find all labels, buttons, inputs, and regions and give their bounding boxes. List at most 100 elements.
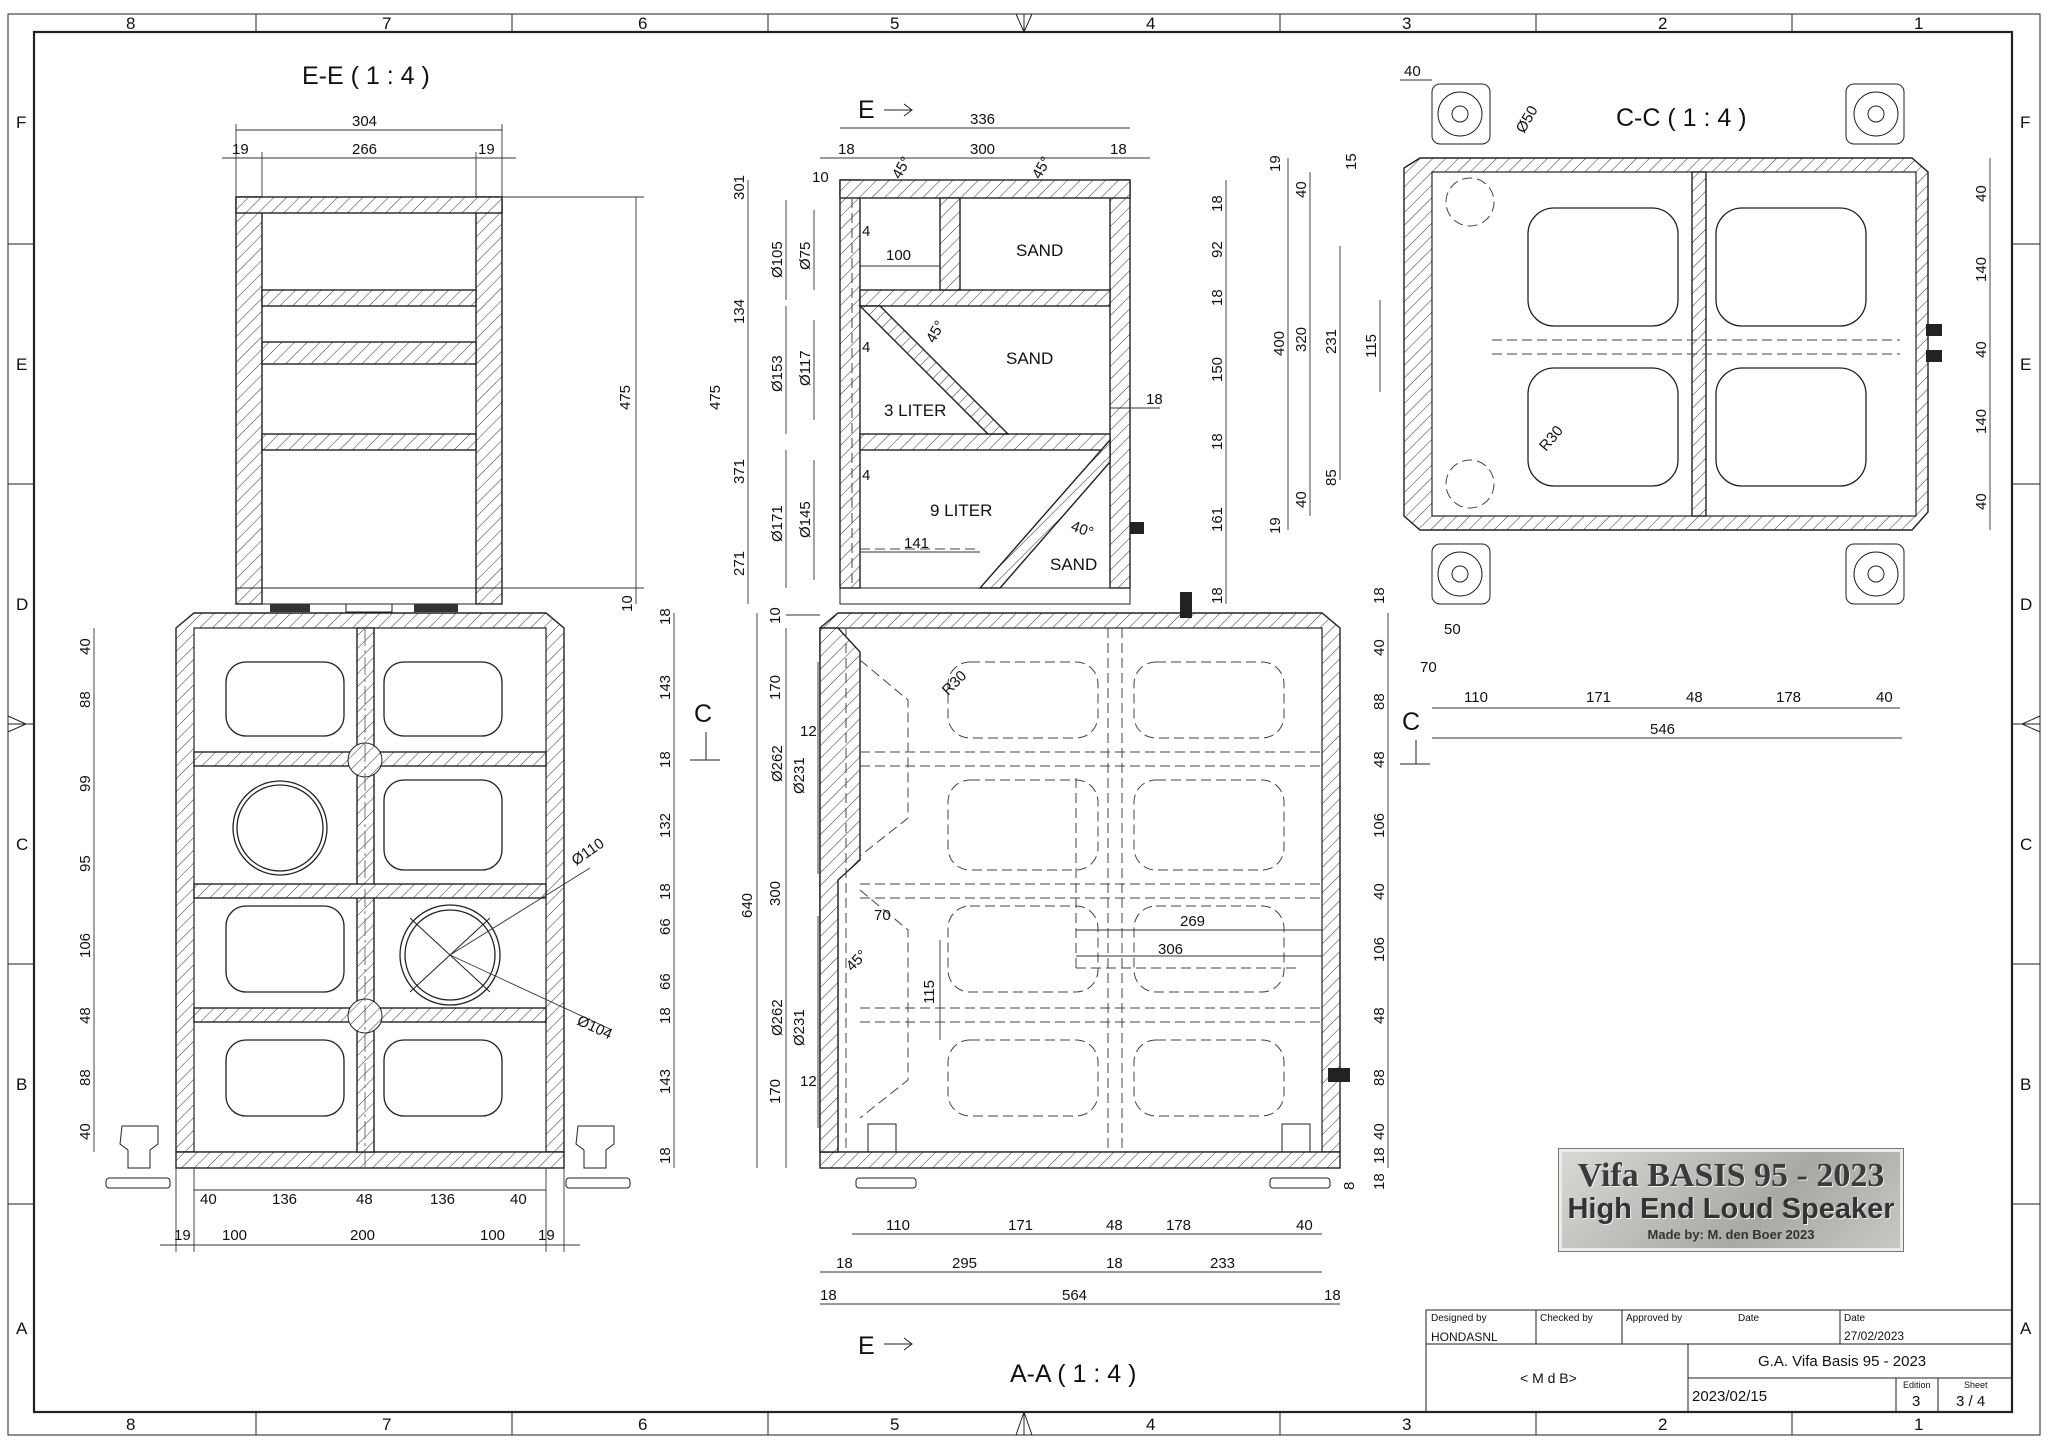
view-middle-top: E SAND SAND 3 LITER 9 LITER SAND 45° 45°… <box>707 96 1227 605</box>
dim: 171 <box>1008 1217 1033 1234</box>
dim: 40 <box>1973 185 1990 202</box>
dim: 546 <box>1650 721 1675 738</box>
volume-label: 3 LITER <box>884 401 946 420</box>
col-num: 6 <box>638 14 647 33</box>
dim: 12 <box>800 723 817 740</box>
dim: 18 <box>657 1007 674 1024</box>
dim: 40 <box>510 1191 527 1208</box>
dim: 136 <box>272 1191 297 1208</box>
dim: 19 <box>478 141 495 158</box>
diameter-label: Ø153 <box>769 355 786 392</box>
dim: 271 <box>731 551 748 576</box>
diameter-label: Ø262 <box>769 999 786 1036</box>
dim: 18 <box>657 883 674 900</box>
section-letter: E <box>858 1332 875 1360</box>
col-num: 5 <box>890 1415 899 1434</box>
row-letter: B <box>16 1075 27 1094</box>
row-letter: B <box>2020 1075 2031 1094</box>
drawing-title: G.A. Vifa Basis 95 - 2023 <box>1758 1353 1927 1370</box>
dim: 40 <box>1293 181 1310 198</box>
dim: 18 <box>1371 587 1388 604</box>
section-letter: E <box>858 96 875 124</box>
row-letter: A <box>2020 1319 2032 1338</box>
dim: 170 <box>767 1079 784 1104</box>
dim: 371 <box>731 459 748 484</box>
dim: 99 <box>77 775 94 792</box>
diameter-label: Ø145 <box>797 501 814 538</box>
dim: 19 <box>232 141 249 158</box>
section-letter: C <box>1402 708 1420 736</box>
dim: 18 <box>1371 1173 1388 1190</box>
dim: 150 <box>1209 357 1226 382</box>
dim: 48 <box>356 1191 373 1208</box>
dim: 85 <box>1323 469 1340 486</box>
date-label-2: Date <box>1844 1313 1866 1324</box>
dim: 301 <box>731 175 748 200</box>
col-num: 4 <box>1146 1415 1155 1434</box>
designer-name: HONDASNL <box>1431 1330 1498 1344</box>
nameplate-model: Vifa BASIS 95 - 2023 <box>1577 1157 1885 1194</box>
dim: 40 <box>1371 639 1388 656</box>
row-letter: E <box>16 355 27 374</box>
dim: 88 <box>77 1069 94 1086</box>
dim: 18 <box>1209 433 1226 450</box>
dim: 15 <box>1343 153 1360 170</box>
diameter-label: Ø117 <box>797 350 814 386</box>
view-ee: E-E ( 1 : 4 ) 304 19 266 19 475 10 <box>222 62 644 613</box>
dim: 304 <box>352 113 377 130</box>
row-letter: C <box>16 835 28 854</box>
drawing-frame <box>7 13 2041 1436</box>
dim: 136 <box>430 1191 455 1208</box>
diameter-label: Ø231 <box>791 1009 808 1046</box>
row-letter: D <box>16 595 28 614</box>
dim: 10 <box>619 595 636 612</box>
dim: 40 <box>1296 1217 1313 1234</box>
dim: 40 <box>1973 493 1990 510</box>
dim: 178 <box>1776 689 1801 706</box>
dim: 18 <box>1110 141 1127 158</box>
dim: 48 <box>1371 751 1388 768</box>
dim: 143 <box>657 1069 674 1094</box>
angle-label: 40° <box>1069 518 1096 542</box>
dim: 18 <box>1209 587 1226 604</box>
dim: 19 <box>538 1227 555 1244</box>
dim: 161 <box>1209 507 1226 532</box>
dim: 300 <box>767 881 784 906</box>
row-letter: C <box>2020 835 2032 854</box>
fill-label: SAND <box>1016 241 1063 260</box>
document-date: 2023/02/15 <box>1692 1388 1768 1405</box>
dim: 95 <box>77 855 94 872</box>
dim: 48 <box>1106 1217 1123 1234</box>
dim: 18 <box>836 1255 853 1272</box>
nameplate-author: Made by: M. den Boer 2023 <box>1647 1227 1815 1242</box>
dim: 48 <box>1371 1007 1388 1024</box>
dim: 115 <box>1363 334 1380 358</box>
dim: 640 <box>739 893 756 918</box>
view-title: E-E ( 1 : 4 ) <box>302 62 430 90</box>
col-num: 5 <box>890 14 899 33</box>
section-marker-c: C <box>690 700 720 761</box>
dim: 40 <box>1371 883 1388 900</box>
col-num: 8 <box>126 14 135 33</box>
angle-label: 45° <box>923 318 949 346</box>
dim: 40 <box>77 638 94 655</box>
dim: 269 <box>1180 913 1205 930</box>
dim: 100 <box>480 1227 505 1244</box>
diameter-label: Ø231 <box>791 757 808 794</box>
dim: 70 <box>1420 659 1437 676</box>
dim: 40 <box>1973 341 1990 358</box>
col-num: 8 <box>126 1415 135 1434</box>
column-numbers: 8 7 6 5 4 3 2 1 8 7 6 5 4 3 2 1 <box>126 14 1923 1434</box>
title-block-frame <box>1425 1309 2013 1413</box>
row-letters: F E D C B A F E D C B A <box>16 113 2032 1338</box>
dim: 231 <box>1323 329 1340 354</box>
dim: 110 <box>1464 689 1488 706</box>
diameter-label: Ø171 <box>769 505 786 542</box>
edition-label: Edition <box>1903 1380 1931 1390</box>
dim: 18 <box>1106 1255 1123 1272</box>
view-aa: R30 45° 640 170 300 170 10 Ø262 Ø231 Ø26… <box>739 587 1389 1388</box>
dim: 40 <box>1404 63 1421 80</box>
dim: 40 <box>200 1191 217 1208</box>
row-letter: E <box>2020 355 2031 374</box>
